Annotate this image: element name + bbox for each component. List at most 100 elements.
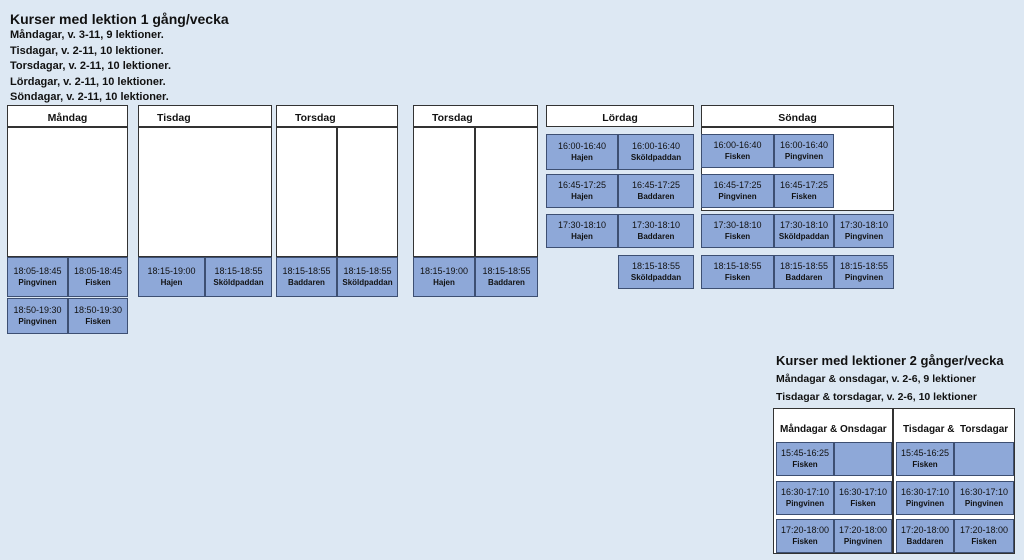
lesson-time: 18:50-19:30 [73,305,123,315]
lesson-time: 17:20-18:00 [959,525,1009,535]
day-column-mandag [7,127,128,257]
twice-weekly-intro: Kurser med lektioner 2 gånger/vecka Månd… [776,352,1004,406]
lesson-cell[interactable]: 16:45-17:25 Fisken [774,174,834,208]
lesson-name: Baddaren [488,278,525,287]
lesson-name: Fisken [791,192,817,201]
lesson-cell[interactable]: 17:30-18:10 Fisken [701,214,774,248]
lesson-cell[interactable]: 16:00-16:40 Hajen [546,134,618,170]
lesson-cell[interactable]: 18:15-18:55 Baddaren [276,257,337,297]
lesson-time: 16:45-17:25 [713,180,762,190]
lesson-cell[interactable]: 16:45-17:25 Hajen [546,174,618,208]
lesson-time: 18:15-18:55 [631,261,681,271]
lesson-name: Sköldpaddan [778,232,830,241]
lesson-cell[interactable]: 17:30-18:10 Sköldpaddan [774,214,834,248]
lesson-time: 18:15-19:00 [419,266,469,276]
lesson-name: Pingvinen [964,499,1004,508]
lesson-time: 18:05-18:45 [13,266,62,276]
lesson-name: Baddaren [785,273,823,282]
lesson-cell[interactable]: 16:30-17:10 Pingvinen [954,481,1014,515]
day-header-sondag: Söndag [701,105,894,127]
lesson-time: 18:50-19:30 [13,305,62,315]
lesson-name: Baddaren [288,278,325,287]
section1-line: Lördagar, v. 2-11, 10 lektioner. [10,75,166,88]
lesson-cell[interactable]: 18:15-18:55 Baddaren [774,255,834,289]
section2-line: Tisdagar & torsdagar, v. 2-6, 10 lektion… [776,391,977,403]
lesson-name: Fisken [724,232,751,241]
section1-line: Söndagar, v. 2-11, 10 lektioner. [10,91,169,103]
lesson-name: Fisken [724,273,751,282]
day-header-torsdag: Torsdag [276,105,398,127]
lesson-cell[interactable]: 17:30-18:10 Hajen [546,214,618,248]
lesson-cell[interactable]: 18:15-18:55 Sköldpaddan [337,257,398,297]
lesson-time: 16:45-17:25 [779,180,829,190]
lesson-cell[interactable]: 16:30-17:10 Pingvinen [896,481,954,515]
lesson-name: Pingvinen [784,152,824,161]
lesson-time: 18:15-18:55 [779,261,829,271]
section1-line: Tisdagar, v. 2-11, 10 lektioner. [10,44,164,57]
lesson-time: 17:30-18:10 [713,220,762,230]
lesson-time: 17:30-18:10 [557,220,607,230]
lesson-cell[interactable]: 15:45-16:25 Fisken [896,442,954,476]
lesson-cell[interactable]: 17:20-18:00 Fisken [954,519,1014,553]
lesson-cell[interactable]: 16:30-17:10 Pingvinen [776,481,834,515]
lesson-name: Hajen [571,153,593,162]
day-column-torsdag [413,127,475,257]
lesson-name: Hajen [433,278,455,287]
lesson-time: 17:20-18:00 [900,525,950,535]
day-column-torsdag [475,127,538,257]
lesson-cell[interactable]: 17:20-18:00 Baddaren [896,519,954,553]
lesson-cell[interactable]: 17:20-18:00 Pingvinen [834,519,892,553]
lesson-time: 16:45-17:25 [557,180,607,190]
lesson-time: 16:00-16:40 [779,140,829,150]
lesson-cell[interactable]: 16:45-17:25 Baddaren [618,174,694,208]
lesson-cell[interactable]: 16:00-16:40 Sköldpaddan [618,134,694,170]
lesson-name: Baddaren [906,537,944,546]
lesson-cell[interactable]: 18:15-18:55 Baddaren [475,257,538,297]
lesson-name: Pingvinen [718,192,757,201]
lesson-time: 17:30-18:10 [779,220,829,230]
empty-cell [954,442,1014,476]
lesson-name: Pingvinen [18,278,57,287]
lesson-name: Fisken [792,460,818,469]
lesson-cell[interactable]: 18:15-18:55 Pingvinen [834,255,894,289]
lesson-cell[interactable]: 18:15-18:55 Sköldpaddan [618,255,694,289]
lesson-name: Hajen [160,278,183,287]
lesson-name: Pingvinen [905,499,945,508]
lesson-time: 18:15-18:55 [282,266,331,276]
lesson-cell[interactable]: 17:30-18:10 Baddaren [618,214,694,248]
lesson-cell[interactable]: 18:05-18:45 Fisken [68,257,128,297]
lesson-name: Hajen [571,192,593,201]
lesson-time: 16:30-17:10 [838,487,888,497]
lesson-name: Pingvinen [843,537,883,546]
lesson-cell[interactable]: 18:50-19:30 Fisken [68,298,128,334]
lesson-cell[interactable]: 17:20-18:00 Fisken [776,519,834,553]
lesson-cell[interactable]: 16:30-17:10 Fisken [834,481,892,515]
empty-cell [834,442,892,476]
header-ti: Tisdagar & [903,424,955,435]
section1-title: Kurser med lektion 1 gång/vecka [10,11,229,27]
section1-line: Måndagar, v. 3-11, 9 lektioner. [10,29,164,41]
day-header-mandag: Måndag [7,105,128,127]
day-column-torsdag [337,127,398,257]
lesson-cell[interactable]: 16:00-16:40 Pingvinen [774,134,834,168]
lesson-cell[interactable]: 18:15-19:00 Hajen [413,257,475,297]
lesson-cell[interactable]: 18:15-18:55 Sköldpaddan [205,257,272,297]
lesson-cell[interactable]: 18:15-18:55 Fisken [701,255,774,289]
lesson-cell[interactable]: 16:45-17:25 Pingvinen [701,174,774,208]
lesson-name: Pingvinen [18,317,57,326]
lesson-cell[interactable]: 15:45-16:25 Fisken [776,442,834,476]
lesson-time: 18:15-18:55 [343,266,392,276]
lesson-name: Sköldpaddan [213,278,264,287]
lesson-cell[interactable]: 18:15-19:00 Hajen [138,257,205,297]
header-mo-on: Måndagar & Onsdagar [780,424,887,435]
lesson-cell[interactable]: 17:30-18:10 Pingvinen [834,214,894,248]
lesson-cell[interactable]: 18:05-18:45 Pingvinen [7,257,68,297]
lesson-cell[interactable]: 18:50-19:30 Pingvinen [7,298,68,334]
lesson-name: Pingvinen [844,232,884,241]
lesson-name: Fisken [971,537,997,546]
lesson-time: 17:30-18:10 [839,220,889,230]
weekly-intro: Kurser med lektion 1 gång/vecka Måndagar… [10,10,229,106]
lesson-cell[interactable]: 16:00-16:40 Fisken [701,134,774,168]
lesson-time: 16:00-16:40 [713,140,762,150]
